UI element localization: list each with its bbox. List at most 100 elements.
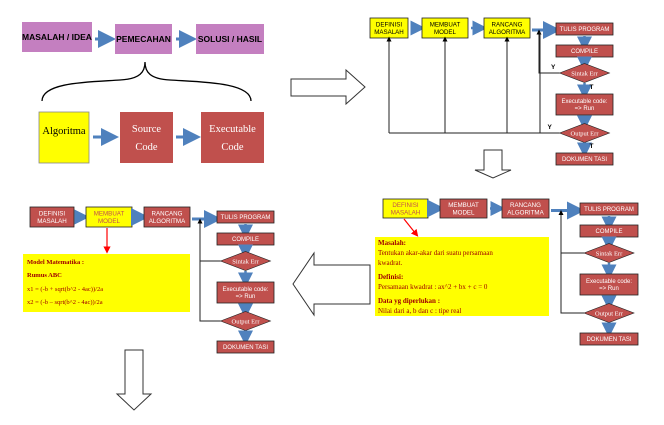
note-line: Data yg diperlukan : — [378, 297, 440, 305]
decision-output-err — [583, 303, 635, 323]
loop-output-err — [199, 261, 221, 322]
box-dokumentasi — [579, 332, 639, 346]
red-arrow-icon — [403, 218, 419, 237]
box-masalah-idea — [22, 22, 92, 52]
step-rancang-algoritma-label: ALGORITMA — [489, 29, 526, 36]
step-rancang-algoritma-label: RANCANG — [492, 22, 523, 29]
label-pemecahan: PEMECAHAN — [116, 34, 171, 44]
big-right-arrow-icon — [290, 68, 366, 106]
box-tulis-program — [555, 22, 614, 36]
step-definisi-masalah — [29, 206, 75, 228]
note-line: Nilai dari a, b dan c : tipe real — [378, 307, 461, 315]
box-executable-run-label: Executable code: — [561, 99, 607, 105]
step-membuat-model-label: MODEL — [434, 29, 457, 36]
decision-sintak-err — [558, 63, 611, 83]
box-executable-run — [216, 281, 275, 304]
step-rancang-algoritma — [143, 206, 191, 228]
decision-sintak-err — [583, 243, 635, 263]
label-no: T — [590, 84, 594, 91]
decision-sintak-err — [219, 251, 272, 271]
panel-concept: MASALAH / IDEA PEMECAHAN SOLUSI / HASIL … — [22, 22, 264, 164]
box-dokumentasi-label: DOKUMEN TASI — [223, 345, 268, 351]
label-algoritma: Algoritma — [42, 126, 85, 137]
box-executable-code — [201, 112, 264, 163]
label-no: T — [590, 143, 594, 150]
note-line: Tentukan akar-akar dari suatu persamaan — [378, 249, 493, 257]
box-dokumentasi-label: DOKUMEN TASI — [562, 157, 607, 163]
step-rancang-algoritma-label: ALGORITMA — [149, 218, 186, 225]
note-line: Masalah: — [378, 239, 406, 247]
note-model-matematika — [23, 254, 190, 312]
decision-output-err-label: Output Err — [595, 311, 624, 318]
brace — [41, 61, 252, 102]
box-executable-run-label: => Run — [236, 294, 256, 300]
box-compile-label: COMPILE — [595, 229, 622, 235]
box-tulis-program — [579, 202, 639, 216]
step-membuat-model-label: MODEL — [452, 209, 475, 216]
label-source: Source — [132, 124, 161, 135]
big-down-arrow-icon — [474, 149, 512, 179]
label-yes: Y — [548, 124, 553, 131]
step-rancang-algoritma — [501, 198, 550, 219]
label-masalah-idea: MASALAH / IDEA — [22, 32, 92, 42]
note-definisi-masalah — [375, 237, 549, 316]
note-line: Rumus ABC — [27, 272, 62, 279]
step-membuat-model-label: MEMBUAT — [448, 202, 479, 209]
decision-output-err — [558, 123, 611, 143]
decision-output-err-label: Output Err — [571, 131, 600, 138]
note-line: kwadrat. — [378, 259, 403, 267]
label-code: Code — [135, 142, 158, 153]
box-executable-run — [555, 93, 614, 116]
step-definisi-masalah-label: MASALAH — [391, 209, 421, 216]
box-dokumentasi-label: DOKUMEN TASI — [586, 337, 631, 343]
step-definisi-masalah-label: DEFINISI — [39, 211, 65, 218]
loop-output-err — [560, 253, 584, 314]
step-membuat-model-label: MODEL — [98, 218, 121, 225]
box-solusi-hasil — [196, 24, 264, 54]
box-dokumentasi — [216, 340, 275, 354]
big-down-arrow-icon — [115, 349, 153, 411]
panel-flow-definisi: DEFINISIMASALAHMEMBUATMODELRANCANGALGORI… — [375, 198, 639, 346]
box-tulis-program — [216, 210, 275, 224]
step-rancang-algoritma-label: RANCANG — [510, 202, 541, 209]
box-executable-run-label: Executable code: — [222, 287, 268, 293]
note-line: Model Matematika : — [27, 259, 84, 266]
decision-output-err — [219, 311, 272, 331]
box-dokumentasi — [555, 152, 614, 166]
note-line: x1 = (-b + sqrt(b^2 - 4ac))/2a — [27, 286, 103, 293]
label-yes: Y — [551, 64, 556, 71]
step-rancang-algoritma-label: RANCANG — [152, 211, 183, 218]
step-membuat-model-label: MEMBUAT — [94, 211, 125, 218]
note-line: x2 = (-b – sqrt(b^2 - 4ac))/2a — [27, 299, 103, 306]
decision-sintak-err-label: Sintak Err — [571, 71, 598, 78]
box-tulis-program-label: TULIS PROGRAM — [584, 207, 634, 213]
decision-sintak-err-label: Sintak Err — [596, 251, 623, 258]
box-executable-run-label: => Run — [575, 106, 595, 112]
box-executable-run-label: => Run — [599, 286, 619, 292]
box-compile-label: COMPILE — [571, 49, 598, 55]
step-definisi-masalah-label: DEFINISI — [376, 22, 402, 29]
step-definisi-masalah-label: DEFINISI — [392, 202, 418, 209]
loop-sintak-err — [536, 29, 560, 74]
box-source-code — [120, 112, 173, 163]
step-membuat-model-label: MEMBUAT — [430, 22, 461, 29]
label-solusi-hasil: SOLUSI / HASIL — [198, 34, 262, 44]
step-membuat-model — [439, 198, 488, 219]
note-line: Definisi: — [378, 273, 403, 281]
decision-sintak-err-label: Sintak Err — [232, 259, 259, 266]
box-algoritma — [38, 111, 90, 164]
label-code: Code — [221, 142, 244, 153]
box-tulis-program-label: TULIS PROGRAM — [221, 215, 271, 221]
step-definisi-masalah-label: MASALAH — [37, 218, 67, 225]
big-left-arrow-icon — [292, 251, 371, 317]
box-tulis-program-label: TULIS PROGRAM — [560, 27, 610, 33]
box-compile-label: COMPILE — [232, 237, 259, 243]
step-definisi-masalah-label: MASALAH — [374, 29, 404, 36]
box-executable-run — [579, 273, 639, 296]
label-executable: Executable — [209, 124, 256, 135]
decision-output-err-label: Output Err — [232, 319, 261, 326]
box-pemecahan — [115, 24, 172, 54]
